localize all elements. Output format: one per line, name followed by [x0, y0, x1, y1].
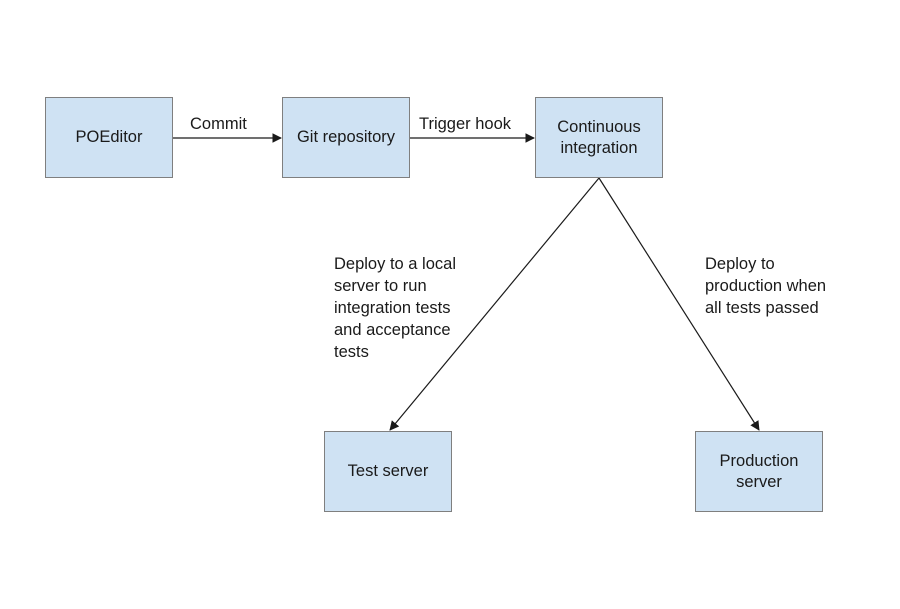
node-git-repository: Git repository [282, 97, 410, 178]
edge-label-trigger-hook: Trigger hook [419, 115, 512, 133]
node-continuous-integration: Continuous integration [535, 97, 663, 178]
edge-label-deploy-local: Deploy to a local server to run integrat… [334, 255, 456, 361]
edge-label-deploy-production: Deploy to production when all tests pass… [705, 255, 827, 317]
node-production-server: Production server [695, 431, 823, 512]
node-test-server: Test server [324, 431, 452, 512]
edge-label-commit: Commit [190, 115, 247, 133]
node-poeditor: POEditor [45, 97, 173, 178]
edge-deploy-local-arrow [389, 177, 600, 431]
edge-deploy-production-arrow [598, 177, 760, 431]
